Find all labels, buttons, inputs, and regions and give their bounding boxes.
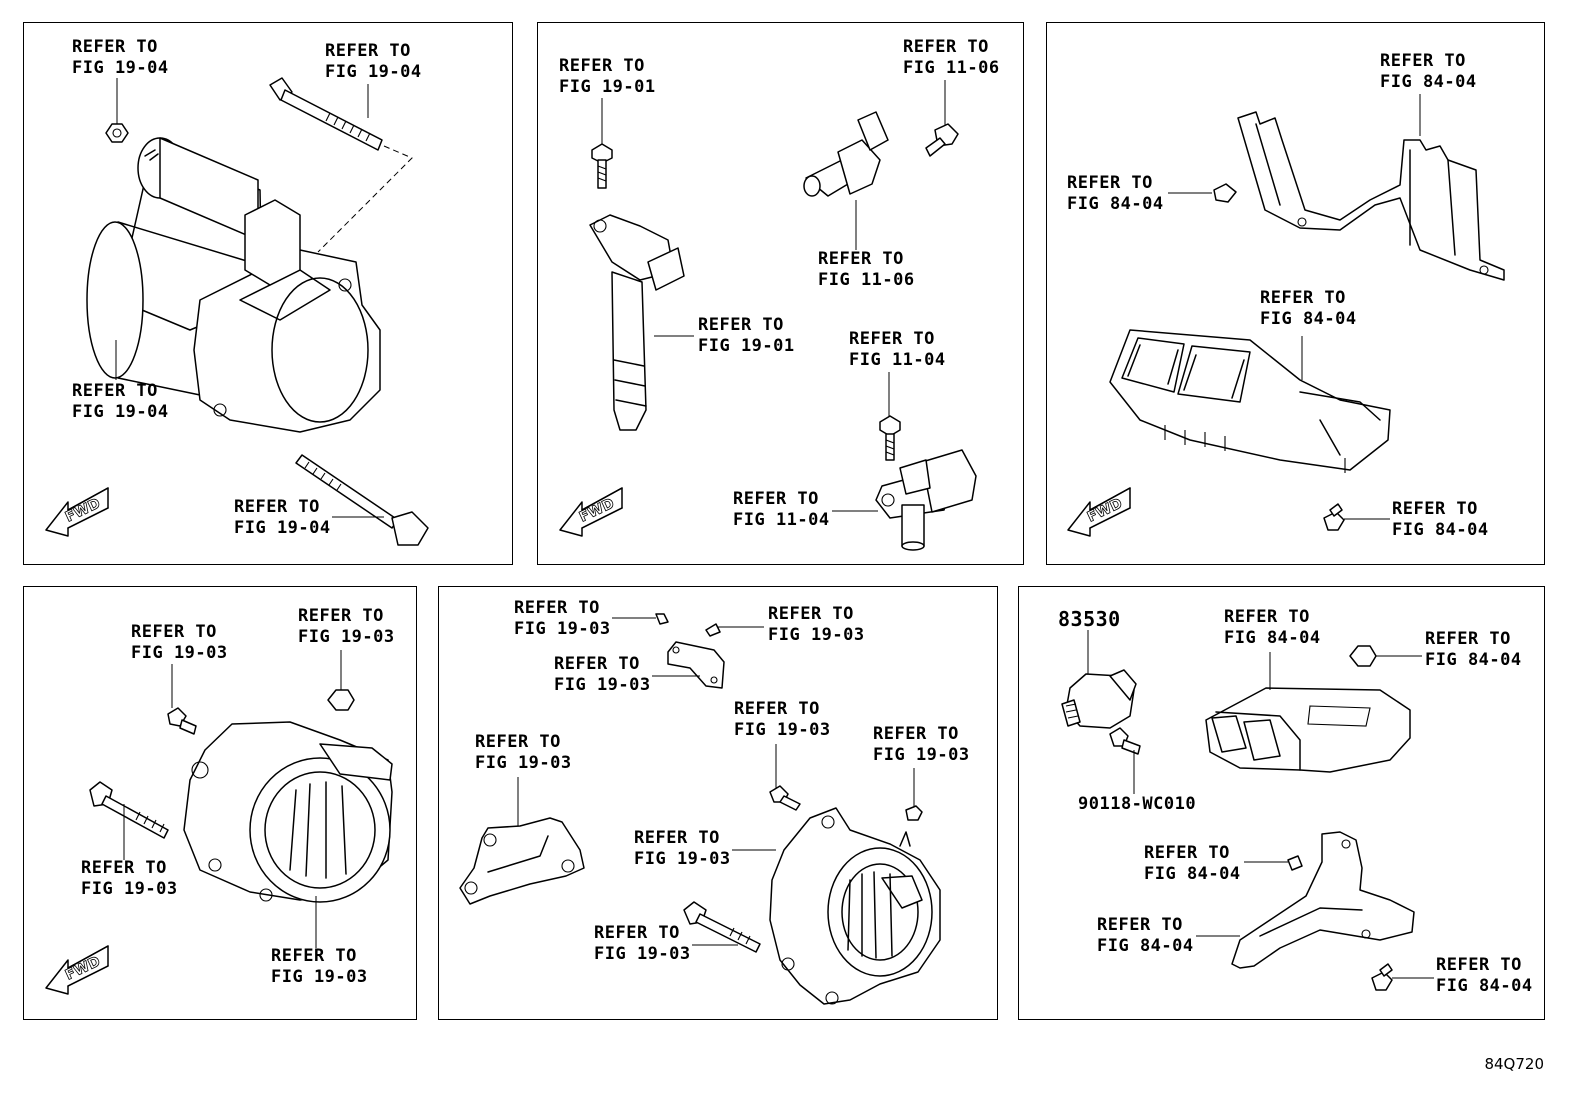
fuse-relay-block-drawing: FWD bbox=[1067, 94, 1505, 537]
ecu-switch-drawing bbox=[1061, 630, 1434, 991]
part-number-83530: 83530 bbox=[1058, 607, 1121, 631]
starter-motor-drawing: FWD bbox=[45, 77, 429, 546]
panel-fuse-relay-block bbox=[1046, 22, 1545, 565]
bolt-part-number: 90118-WC010 bbox=[1078, 794, 1197, 814]
alternator-left-drawing: FWD bbox=[45, 650, 393, 995]
ignition-sensors-drawing: FWD bbox=[559, 80, 977, 551]
alternator-center-drawing bbox=[459, 613, 941, 1005]
catalog-code: 84Q720 bbox=[1484, 1055, 1544, 1073]
